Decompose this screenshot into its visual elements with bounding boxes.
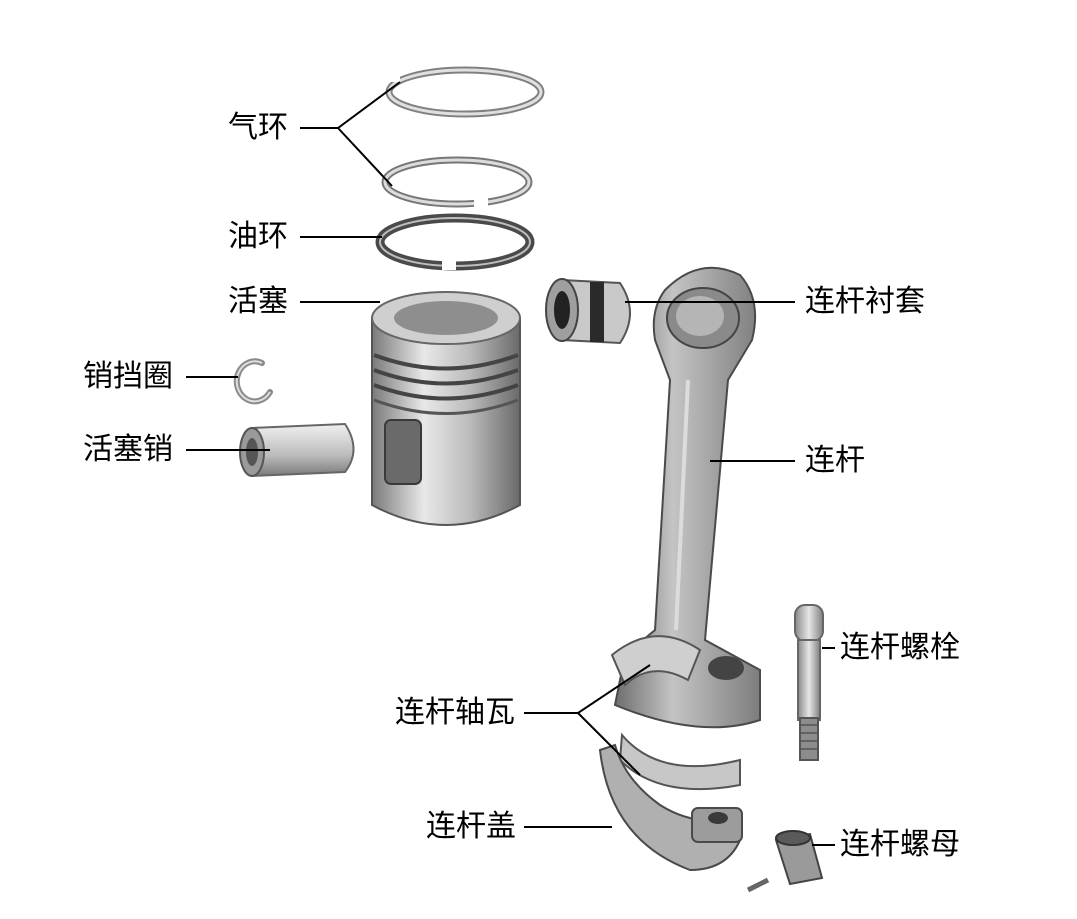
label-piston-pin: 活塞销 xyxy=(83,432,173,467)
piston-pin xyxy=(239,422,355,478)
label-compression-ring: 气环 xyxy=(228,110,288,145)
piston xyxy=(371,291,521,526)
rod-bearing-upper xyxy=(610,635,702,687)
label-rod-nut: 连杆螺母 xyxy=(840,827,960,862)
label-rod-bolt: 连杆螺栓 xyxy=(840,630,960,665)
rod-cap xyxy=(598,743,743,872)
leader-lines xyxy=(186,81,835,846)
label-small-end-bushing: 连杆衬套 xyxy=(805,284,925,319)
pin-retainer-clip xyxy=(233,358,273,405)
rod-bolt xyxy=(794,604,824,761)
compression-ring-upper xyxy=(385,66,545,118)
small-end-bushing xyxy=(545,278,631,345)
label-rod-cap: 连杆盖 xyxy=(426,809,516,844)
label-pin-retainer: 销挡圈 xyxy=(83,359,173,394)
rod-bearing-lower xyxy=(618,732,741,791)
label-rod-bearing: 连杆轴瓦 xyxy=(395,695,515,730)
rod-nut xyxy=(746,830,824,893)
label-connecting-rod: 连杆 xyxy=(805,443,865,478)
compression-ring-lower xyxy=(381,156,533,208)
label-oil-ring: 油环 xyxy=(228,219,288,254)
oil-ring xyxy=(375,213,535,271)
label-piston: 活塞 xyxy=(228,284,288,319)
